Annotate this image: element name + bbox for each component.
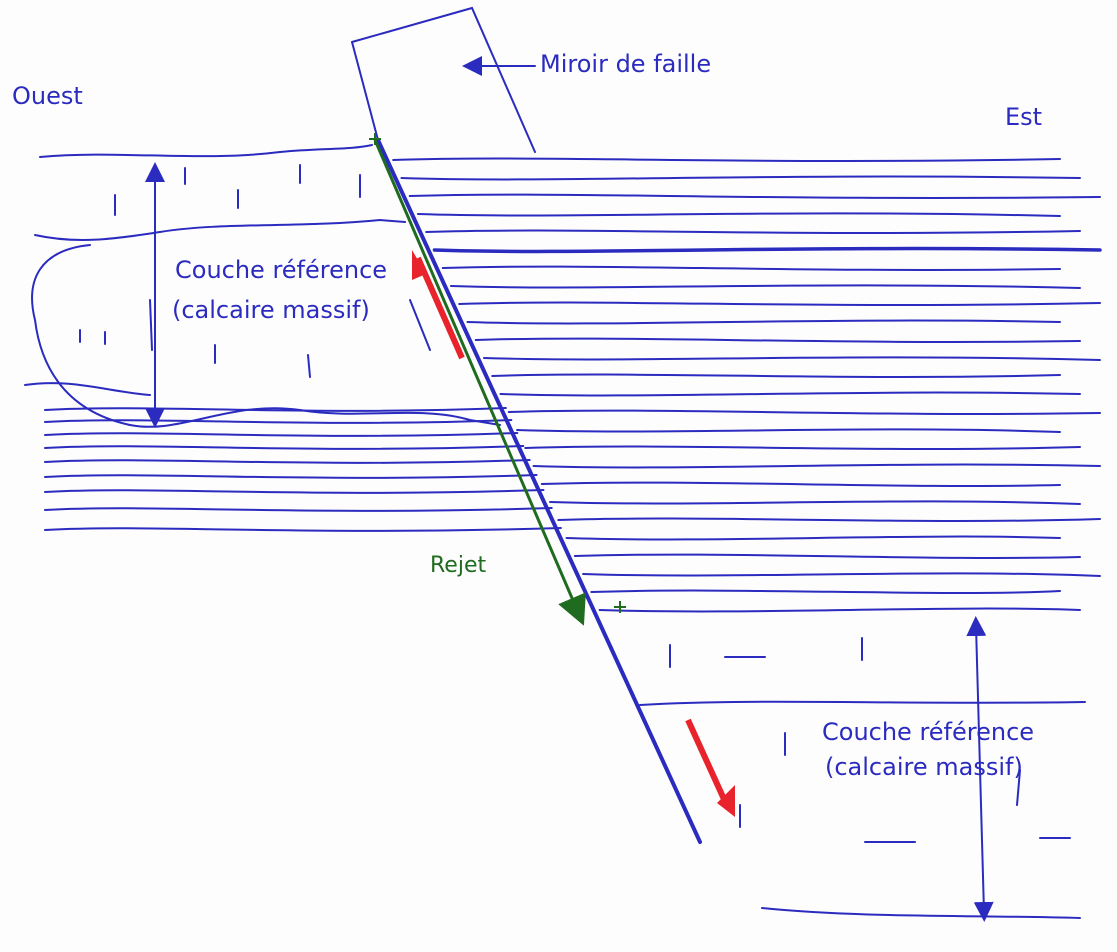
east-layer-line — [474, 337, 1081, 343]
west-layer-line — [44, 474, 538, 479]
east-layer-line — [598, 607, 1081, 613]
west-layer-line — [44, 445, 525, 450]
west-arrowhead — [412, 250, 426, 280]
east-block-layers — [392, 157, 1102, 613]
west-layer-line — [44, 507, 553, 512]
east-layer-line — [392, 157, 1061, 162]
east-layer-line — [449, 284, 1081, 289]
east-layer-line — [441, 265, 1061, 271]
west-layer-line — [44, 432, 519, 437]
label-fault-mirror: Miroir de faille — [540, 50, 711, 78]
east-ref-top — [639, 700, 1086, 706]
east-layer-line — [582, 572, 1101, 577]
east-layer-line — [458, 301, 1101, 306]
west-layer-line — [44, 527, 562, 532]
east-layer-line — [425, 229, 1081, 234]
east-layer-line — [466, 319, 1061, 325]
east-layer-line — [532, 463, 1101, 469]
label-ref-left-1: Couche référence — [175, 256, 387, 284]
east-layer-line — [507, 409, 1101, 415]
east-layer-line — [499, 391, 1081, 397]
east-layer-line — [565, 535, 1061, 541]
east-arrowhead — [717, 785, 735, 817]
east-layer-line — [432, 246, 1102, 254]
east-layer-line — [416, 212, 1061, 217]
east-block-down-arrow — [685, 718, 731, 810]
east-ref-bottom — [761, 907, 1081, 919]
east-layer-line — [516, 428, 1061, 433]
east-layer-line — [549, 500, 1081, 505]
label-ref-left-2: (calcaire massif) — [172, 296, 370, 324]
east-layer-line — [400, 175, 1081, 181]
throw-arrow — [373, 139, 586, 626]
label-east: Est — [1005, 103, 1042, 131]
west-layer-line — [44, 489, 545, 494]
east-layer-line — [524, 445, 1081, 450]
east-layer-line — [557, 517, 1101, 522]
east-layer-line — [491, 373, 1061, 378]
east-layer-line — [540, 481, 1061, 487]
label-throw: Rejet — [430, 553, 486, 578]
west-block-layers — [24, 144, 501, 428]
label-ref-right-2: (calcaire massif) — [825, 753, 1023, 781]
west-block-up-arrow — [415, 256, 465, 360]
west-layer-line — [44, 407, 507, 412]
west-layer-line — [44, 459, 531, 464]
west-thin-layers — [44, 407, 562, 532]
label-ref-right-1: Couche référence — [822, 718, 1034, 746]
east-layer-line — [482, 356, 1101, 361]
label-west: Ouest — [12, 82, 83, 110]
fault-mirror-edge — [351, 41, 379, 141]
east-layer-line — [573, 553, 1081, 559]
fault-mirror-outline — [351, 6, 536, 153]
thickness-arrow-east — [966, 616, 994, 922]
east-layer-line — [590, 589, 1061, 594]
east-layer-line — [408, 193, 1101, 199]
fault-plane — [376, 138, 702, 844]
west-layer-line — [44, 419, 513, 424]
throw-endpoints — [369, 133, 626, 613]
